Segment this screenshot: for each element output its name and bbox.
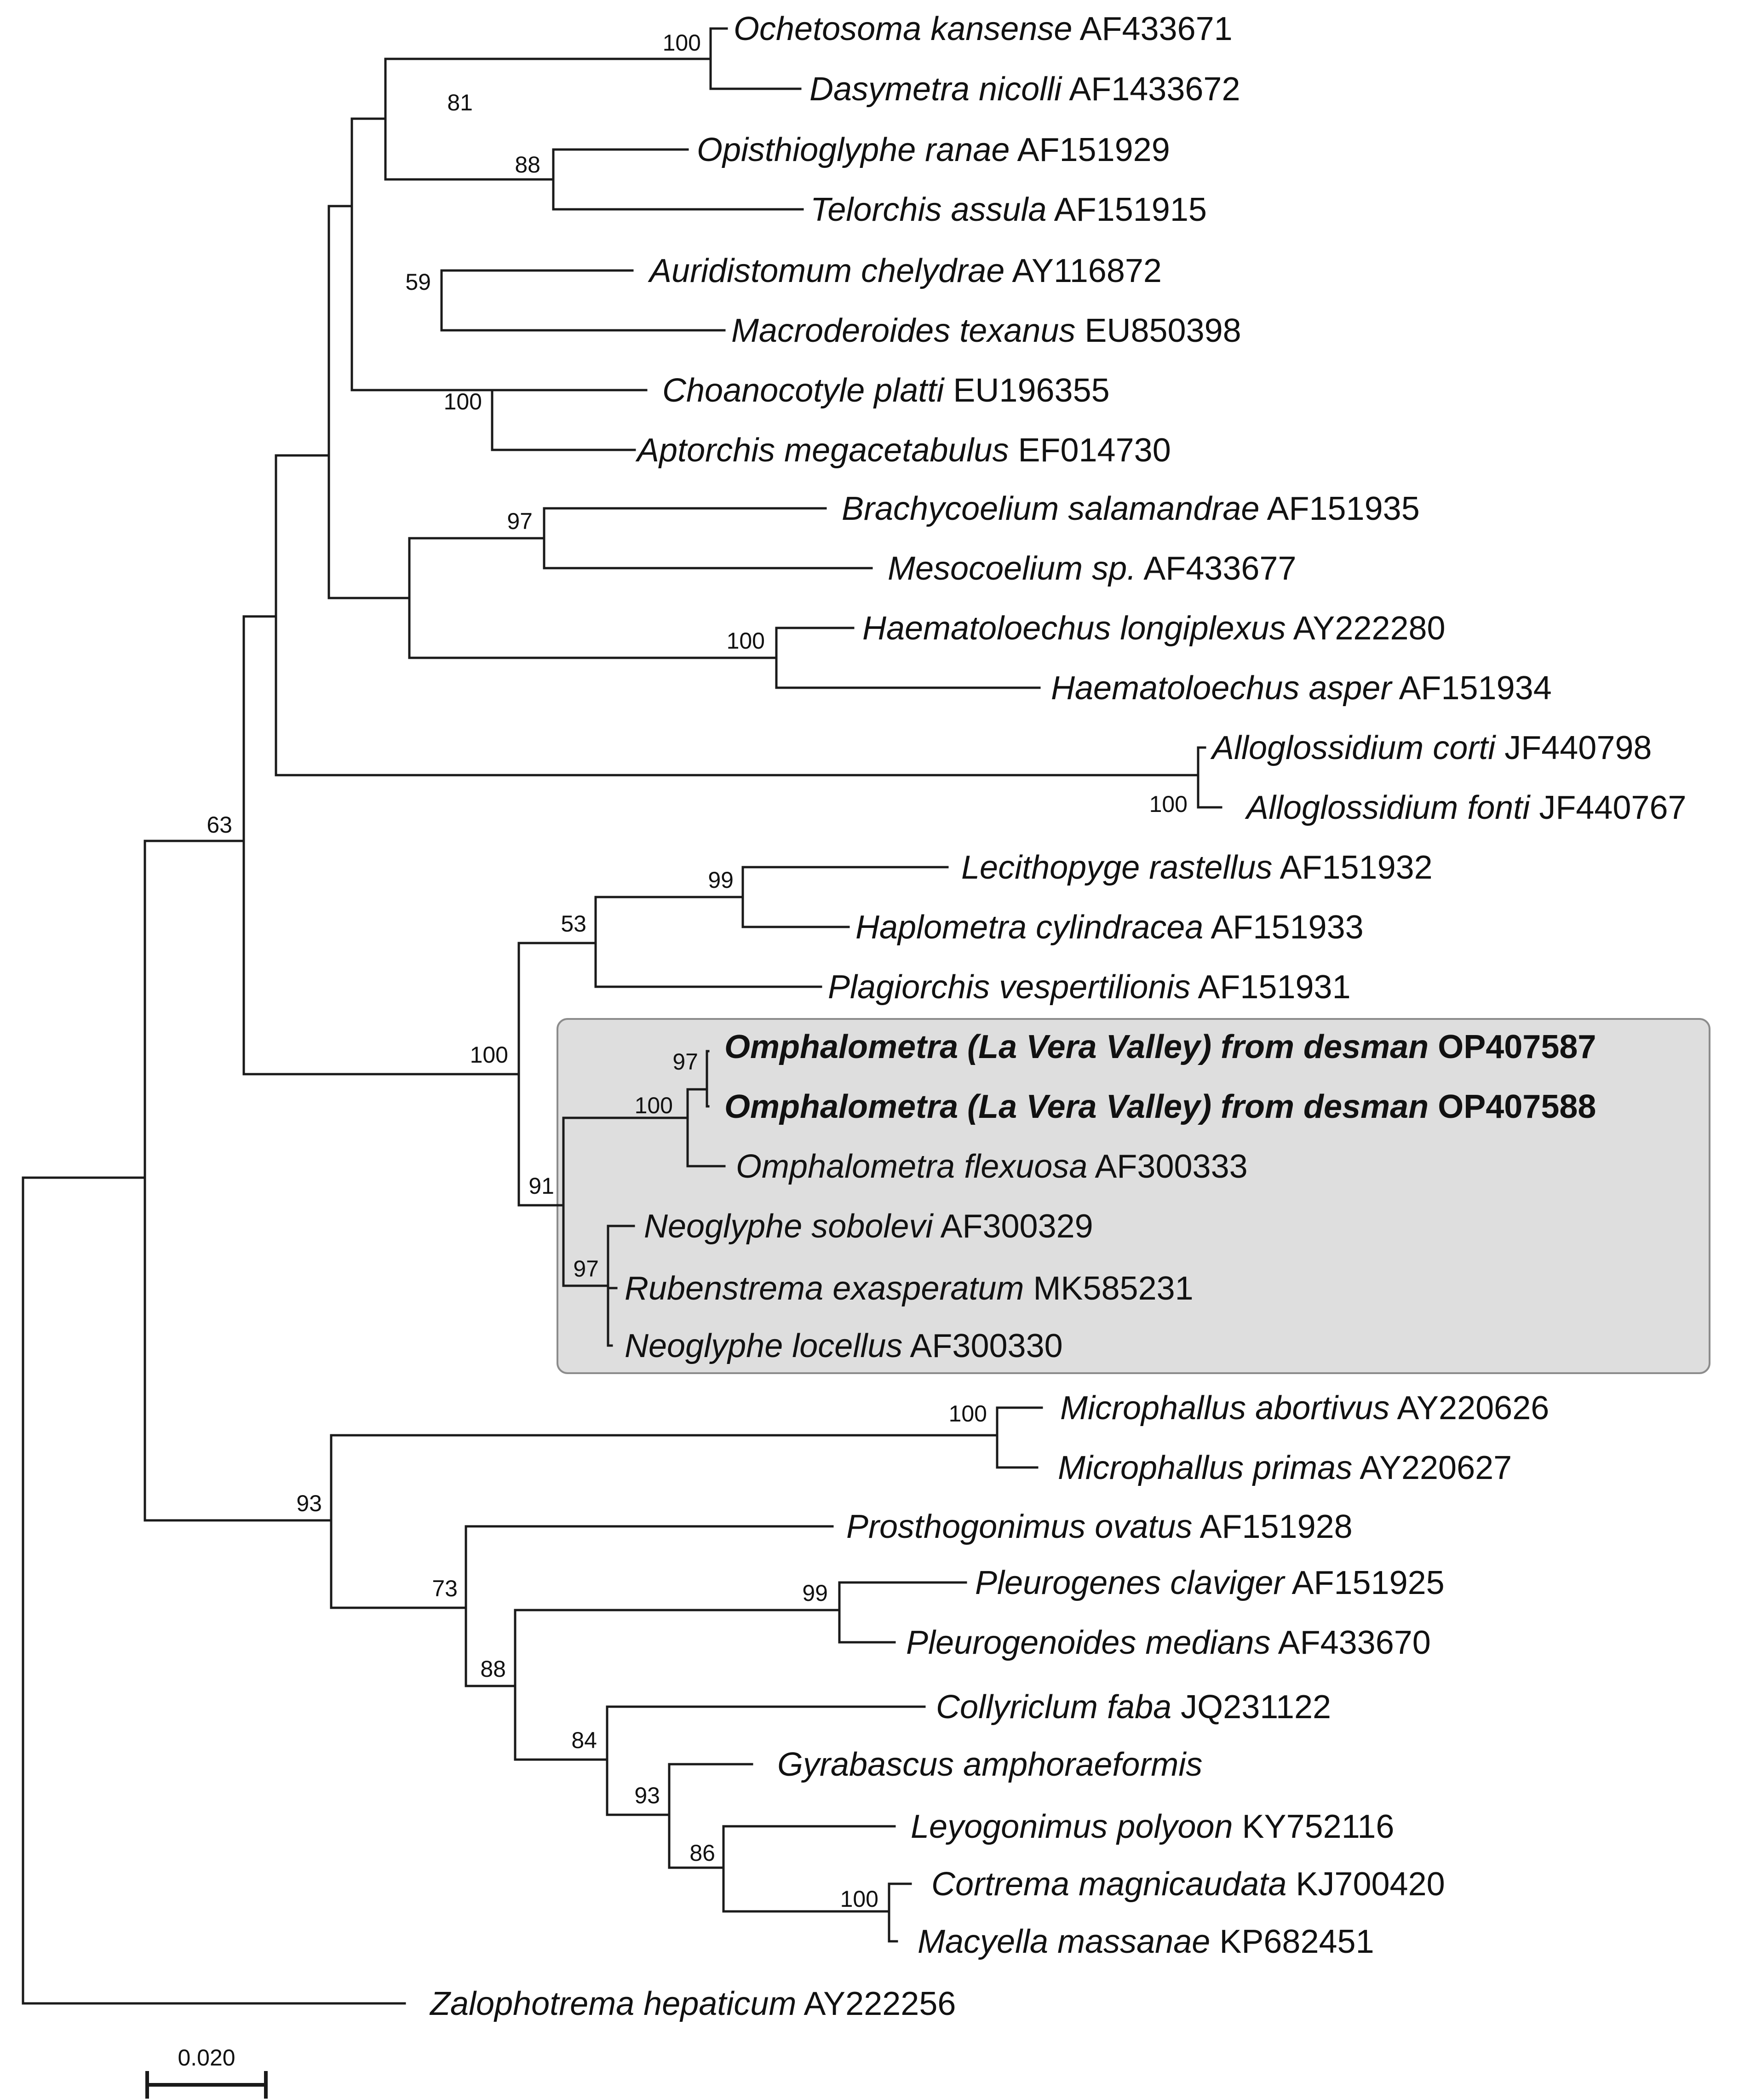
support-value: 97 <box>672 1049 698 1075</box>
support-value: 99 <box>708 867 734 893</box>
taxon-label: Aptorchis megacetabulus EF014730 <box>635 432 1171 469</box>
support-value: 100 <box>727 628 765 654</box>
support-value: 97 <box>507 508 533 534</box>
taxon-label: Rubenstrema exasperatum MK585231 <box>625 1270 1194 1307</box>
taxon-label: Prosthogonimus ovatus AF151928 <box>846 1508 1353 1545</box>
taxon-label: Microphallus primas AY220627 <box>1058 1450 1512 1486</box>
support-value: 59 <box>405 269 431 295</box>
support-value: 100 <box>840 1886 878 1912</box>
support-value: 91 <box>528 1173 554 1199</box>
support-value: 93 <box>296 1490 322 1516</box>
taxon-label: Dasymetra nicolli AF1433672 <box>809 71 1240 108</box>
taxon-label: Telorchis assula AF151915 <box>810 191 1207 228</box>
taxon-label: Haematoloechus asper AF151934 <box>1051 670 1552 707</box>
support-value: 73 <box>432 1576 458 1601</box>
taxon-label: Microphallus abortivus AY220626 <box>1060 1390 1549 1427</box>
support-value: 88 <box>480 1656 506 1682</box>
taxon-label: Neoglyphe sobolevi AF300329 <box>644 1208 1093 1245</box>
taxon-labels: Ochetosoma kansense AF433671 Dasymetra n… <box>429 11 1687 2022</box>
scale-bar-label: 0.020 <box>178 2045 235 2071</box>
taxon-label: Macroderoides texanus EU850398 <box>731 312 1241 349</box>
taxon-label: Omphalometra (La Vera Valley) from desma… <box>724 1088 1596 1125</box>
support-value: 100 <box>663 30 701 56</box>
highlighted-clade-box <box>557 1018 1710 1374</box>
taxon-label: Alloglossidium corti JF440798 <box>1210 730 1652 766</box>
taxon-label: Haplometra cylindracea AF151933 <box>855 909 1364 946</box>
support-value: 88 <box>515 152 540 178</box>
taxon-label: Lecithopyge rastellus AF151932 <box>961 849 1433 886</box>
taxon-label: Cortrema magnicaudata KJ700420 <box>931 1866 1445 1903</box>
taxon-label: Gyrabascus amphoraeformis <box>777 1746 1202 1783</box>
support-value: 100 <box>949 1401 987 1427</box>
taxon-label: Omphalometra flexuosa AF300333 <box>736 1148 1248 1185</box>
support-value: 99 <box>802 1580 828 1606</box>
taxon-label: Mesocoelium sp. AF433677 <box>888 550 1297 587</box>
support-value: 63 <box>207 812 232 838</box>
support-value: 100 <box>444 389 482 414</box>
taxon-label: Macyella massanae KP682451 <box>918 1923 1374 1960</box>
taxon-label: Pleurogenes claviger AF151925 <box>975 1565 1445 1601</box>
taxon-label: Plagiorchis vespertilionis AF151931 <box>828 969 1351 1006</box>
support-value: 97 <box>573 1256 599 1282</box>
tree-branches <box>22 27 1222 2005</box>
support-value: 81 <box>447 90 473 115</box>
taxon-label: Brachycoelium salamandrae AF151935 <box>842 490 1420 527</box>
taxon-label: Opisthioglyphe ranae AF151929 <box>697 132 1170 168</box>
taxon-label: Haematoloechus longiplexus AY222280 <box>862 610 1446 647</box>
support-value: 100 <box>635 1093 673 1118</box>
taxon-label: Neoglyphe locellus AF300330 <box>625 1328 1063 1364</box>
support-value: 53 <box>561 911 586 937</box>
taxon-label: Alloglossidium fonti JF440767 <box>1245 789 1687 826</box>
taxon-label: Ochetosoma kansense AF433671 <box>734 11 1233 47</box>
support-values: 100 81 88 59 100 97 100 100 63 99 53 100… <box>207 30 1188 1912</box>
taxon-label: Pleurogenoides medians AF433670 <box>906 1624 1431 1661</box>
taxon-label: Zalophotrema hepaticum AY222256 <box>429 1985 956 2022</box>
taxon-label: Omphalometra (La Vera Valley) from desma… <box>724 1029 1596 1065</box>
taxon-label: Collyriclum faba JQ231122 <box>936 1689 1331 1726</box>
taxon-label: Leyogonimus polyoon KY752116 <box>911 1808 1394 1845</box>
support-value: 84 <box>571 1727 597 1753</box>
support-value: 100 <box>470 1042 508 1068</box>
support-value: 86 <box>689 1840 715 1866</box>
scale-bar: 0.020 <box>145 2045 268 2099</box>
taxon-label: Auridistomum chelydrae AY116872 <box>648 253 1162 289</box>
support-value: 93 <box>634 1783 660 1808</box>
taxon-label: Choanocotyle platti EU196355 <box>662 372 1110 409</box>
support-value: 100 <box>1149 791 1188 817</box>
